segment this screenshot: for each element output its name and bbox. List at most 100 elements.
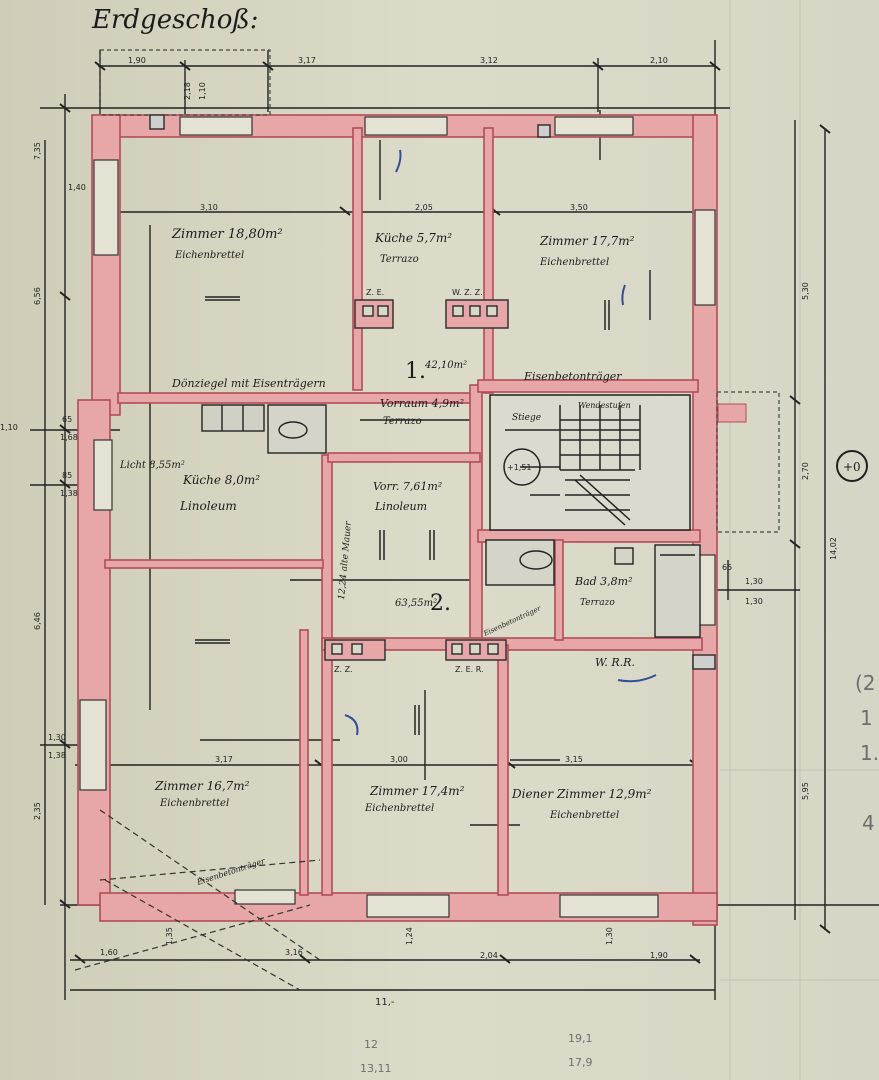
dim-text: 2,70 [801, 462, 810, 480]
dim-text: 1,68 [60, 433, 78, 442]
bay-outline [99, 49, 780, 533]
room-name: Zimmer 16,7m² [154, 779, 250, 793]
room-floor: Terrazo [580, 598, 615, 608]
dim-text: 14,02 [829, 537, 838, 560]
margin-note: (2 [855, 671, 876, 695]
dim-text: 1,90 [128, 56, 146, 65]
wall-inner-10 [497, 644, 509, 896]
dim-text: 3,50 [570, 203, 588, 212]
bay-block [717, 403, 747, 423]
dim-text: 2,04 [480, 951, 498, 960]
dim-text: 2,05 [415, 203, 433, 212]
room-floor: Eichenbrettel [549, 810, 619, 821]
dim-text: 1,30 [605, 927, 614, 945]
wall-inner-7 [299, 629, 309, 896]
beam-label: Eisenbetonträger [523, 370, 622, 383]
room-name: Zimmer 17,7m² [539, 234, 635, 248]
dim-text: 65 [62, 415, 72, 424]
dim-text: 1,90 [650, 951, 668, 960]
staircase [489, 394, 691, 531]
window [554, 116, 634, 136]
dim-text: 1,24 [405, 927, 414, 945]
wall-inner-1 [352, 127, 363, 391]
dim-text: 1,10 [198, 82, 207, 100]
room-name: Küche 8,0m² [182, 473, 260, 487]
bathtub [485, 539, 555, 586]
wall-inner-6 [321, 454, 333, 896]
room-name: Vorr. 7,61m² [373, 480, 442, 493]
room-name: Bad 3,8m² [574, 575, 633, 588]
blue-annotations [344, 149, 657, 736]
stair-note: Wendestufen [578, 401, 631, 410]
margin-note: 13,11 [360, 1062, 392, 1075]
dim-text: 6,46 [33, 612, 42, 630]
window [559, 894, 659, 918]
dim-text: 5,30 [801, 282, 810, 300]
room-floor: Terrazo [383, 416, 422, 427]
dim-text: 1,35 [165, 927, 174, 945]
window [79, 699, 107, 791]
fixtures [201, 404, 701, 638]
dim-text: 2,35 [33, 802, 42, 820]
dim-text: 11,- [375, 997, 395, 1008]
unit-area: 63,55m² [395, 598, 437, 609]
flue-label: W. Z. Z. [452, 288, 483, 297]
stair-label: Stiege [512, 413, 541, 423]
wall-inner-12 [554, 539, 564, 641]
margin-note: 12 [364, 1038, 378, 1051]
terrace-lines [74, 809, 321, 991]
dim-text: 1,30 [745, 597, 763, 606]
radiators [195, 296, 610, 735]
room-name: Zimmer 17,4m² [369, 784, 465, 798]
room-name: Diener Zimmer 12,9m² [511, 787, 652, 801]
window [93, 439, 113, 511]
margin-note: 1. [860, 741, 879, 765]
window [364, 116, 448, 136]
dim-text: 85 [62, 471, 72, 480]
margin-note: 19,1 [568, 1032, 593, 1045]
room-floor: Eichenbrettel [364, 803, 434, 814]
room-floor: Eichenbrettel [174, 250, 244, 261]
dim-text: 3,17 [298, 56, 316, 65]
wall-inner-5 [477, 379, 699, 393]
dim-text: 1,30 [745, 577, 763, 586]
margin-note: 17,9 [568, 1056, 593, 1069]
dim-text: 3,17 [215, 755, 233, 764]
margin-note: 1 [860, 706, 873, 730]
dim-text: 1,60 [100, 948, 118, 957]
unit-number: 1. [405, 359, 426, 384]
dim-text: 1,30 [48, 733, 66, 742]
window [694, 209, 716, 306]
wall-inner-8 [104, 559, 324, 569]
window [234, 889, 296, 905]
dim-text: 1,40 [68, 183, 86, 192]
wall-inner-13 [327, 452, 481, 463]
room-name: Vorraum 4,9m² [380, 397, 464, 410]
unit-area: 42,10m² [424, 360, 467, 371]
sink-block [267, 404, 327, 454]
faint-grid [720, 0, 879, 1080]
window [366, 894, 450, 918]
dim-text: 2,18 [183, 82, 192, 100]
window [179, 116, 253, 136]
dim-text: 3,10 [200, 203, 218, 212]
flue-label: Z. Z. [334, 665, 353, 674]
margin-note: 4 [862, 811, 875, 835]
counter [201, 404, 265, 432]
windows [79, 116, 716, 918]
room-floor: Linoleum [374, 500, 427, 513]
dim-text: 65 [722, 563, 732, 572]
dim-text: 1,38 [60, 489, 78, 498]
dim-text: 3,16 [285, 948, 303, 957]
room-floor: Terrazo [380, 254, 419, 265]
room-name: Zimmer 18,80m² [171, 227, 283, 242]
wall-inner-4 [469, 384, 483, 648]
dim-text: 3,12 [480, 56, 498, 65]
plan-title: Erdgeschoß: [91, 5, 259, 35]
flue-label: Z. E. [366, 288, 384, 297]
wall-inner-9 [321, 637, 703, 651]
room-name: W. R.R. [595, 656, 635, 669]
shower [654, 544, 701, 638]
dim-text: 3,15 [565, 755, 583, 764]
